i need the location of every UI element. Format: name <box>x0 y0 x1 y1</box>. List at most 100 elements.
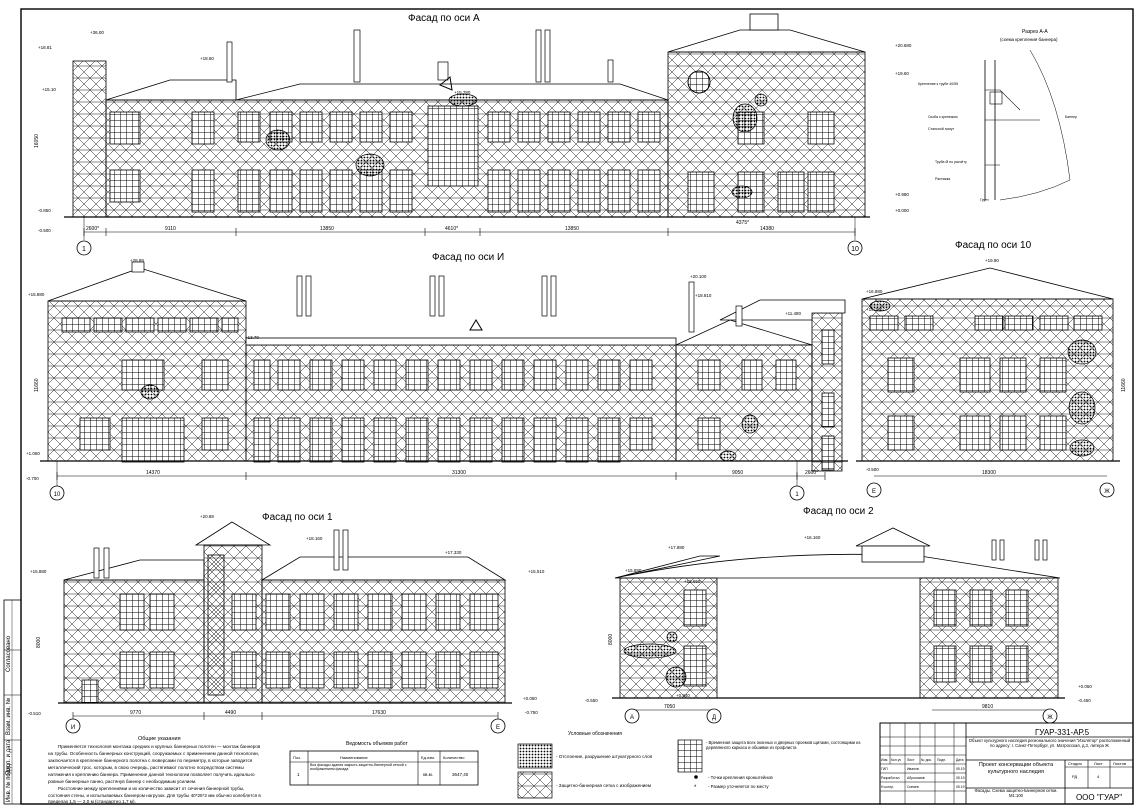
volume-cell-1: Вся фасады здания закрыть защитно-баннер… <box>310 763 407 772</box>
tb-role-1: Разработал <box>881 776 899 780</box>
section-note-6: Грунт <box>980 198 989 202</box>
legend-1: - Защитно-баннерная сетка с изображением <box>556 783 651 788</box>
dim-a-5: 2600* <box>86 226 99 232</box>
facade-axis-a: Фасад по оси А <box>34 13 912 256</box>
mark-2-6: -0.450 <box>1078 698 1091 703</box>
tb-ch-2: Лист <box>907 758 915 762</box>
dim-a-2: 4610* <box>445 226 458 232</box>
notes-line-0: Применяется технология монтажа средних и… <box>58 744 261 749</box>
notes-line-4: натяжения к креплению баннера. Применени… <box>48 771 255 777</box>
height-2: 8000 <box>608 634 614 645</box>
title-block: Изм. Кол.уч Лист № док. Подп. Дата ГИП Р… <box>879 722 1134 805</box>
legend-0: - Отслоение, разрушение штукатурного сло… <box>556 754 653 759</box>
section-note-3: Труба Ø по расчёту <box>935 160 967 164</box>
volume-cell-3: 3647,40 <box>452 772 469 777</box>
tb-date-0: 05.19 <box>956 767 965 771</box>
legend-title: Условные обозначения <box>568 731 622 737</box>
mark-i-6: +1.060 <box>26 451 40 456</box>
mark-a-8: +0.000 <box>895 208 909 213</box>
sheet-code: ГУАР-331-АР.5 <box>1035 728 1090 737</box>
axis-1-right: Е <box>496 725 500 731</box>
section-note-1: Стальной хомут <box>928 127 955 131</box>
mark-a-2: +15.10 <box>42 87 56 92</box>
dim-a-3: 13850 <box>565 226 579 232</box>
mark-2-3: +13.650 <box>684 579 701 584</box>
facade-i-title: Фасад по оси И <box>432 252 504 263</box>
axis-a-left: 1 <box>82 246 86 253</box>
mark-a-6: +19.60 <box>895 71 909 76</box>
mark-a-4: +18.60 <box>200 56 214 61</box>
mark-i-4: +13.70 <box>245 335 259 340</box>
sheet-frame <box>20 8 1134 805</box>
mark-2-0: +16.160 <box>804 535 821 540</box>
mark-i-0: +28.89 <box>130 258 144 263</box>
volume-h-3: Количество <box>443 755 465 760</box>
height-1: 8000 <box>36 637 42 648</box>
tb-stage-h-2: Листов <box>1113 761 1126 766</box>
mark-10-0: +19.90 <box>985 258 999 263</box>
tb-role-2: Н.контр. <box>881 785 894 789</box>
mark-a-1: +18.81 <box>38 45 52 50</box>
mark-i-1: +15.880 <box>28 292 45 297</box>
volume-title: Ведомость объемов работ <box>346 741 408 747</box>
tb-ch-4: Подп. <box>937 758 946 762</box>
tb-stage-v-1: 4 <box>1097 774 1100 779</box>
volume-cell-0: 1 <box>297 772 300 777</box>
height-i: 11660 <box>34 378 40 392</box>
notes-title: Общие указания <box>138 736 181 742</box>
facade-axis-10: Фасад по оси 10 18300 Е Ж +19.90 +16.880 <box>856 240 1127 498</box>
section-note-4: Растяжка <box>935 177 950 181</box>
legend: Условные обозначения - Отслоение, разруш… <box>517 731 860 799</box>
mark-1-0: +20.88 <box>200 514 214 519</box>
mark-2-1: +17.880 <box>668 545 685 550</box>
mark-a-10: -0.500 <box>38 228 51 233</box>
mark-10-2: +15.780 <box>866 307 883 312</box>
facade-axis-1: Фасад по оси 1 <box>28 512 545 734</box>
stamp-replace: Взам. инв. № <box>5 698 12 735</box>
tb-stage-v-0: РД <box>1072 774 1077 779</box>
axis-1-left: И <box>71 725 75 731</box>
dim-a-1: 13850 <box>320 226 334 232</box>
dim-1-1: 4490 <box>225 710 236 716</box>
dim-1-0: 9770 <box>130 710 141 716</box>
notes-line-8: пределах 1,5 — 2,0 м (стандартно 1,7 м). <box>48 799 136 804</box>
dim-i-2: 9050 <box>732 470 743 476</box>
dim-2-0: 7050 <box>664 704 675 710</box>
dim-10-0: 18300 <box>982 470 996 476</box>
tb-sheet-name: Фасады. Схема защитно-баннерной сетки. М… <box>974 789 1058 798</box>
tb-ch-1: Кол.уч <box>891 758 901 762</box>
dim-a-6: 4375* <box>736 220 749 226</box>
axis-10-right: Ж <box>1104 489 1110 495</box>
facade-a-title: Фасад по оси А <box>408 13 480 24</box>
volume-table: Ведомость объемов работ Поз. Наименовани… <box>289 741 479 786</box>
volume-h-2: Ед.изм. <box>421 755 435 760</box>
facade-10-title: Фасад по оси 10 <box>955 240 1032 251</box>
notes-line-3: металлический трос, которым, в свою очер… <box>48 764 244 770</box>
tb-date-1: 05.19 <box>956 776 965 780</box>
section-aa: Разрез А-А (схема крепления баннера) Кре… <box>918 29 1077 202</box>
side-stamp: Согласовано Взам. инв. № Подп. и дата Ин… <box>3 599 22 805</box>
dim-i-3: 2600* <box>805 470 818 476</box>
mark-i-2: +20.100 <box>690 274 707 279</box>
volume-cell-2: кв.м. <box>423 772 433 777</box>
tb-name-2: Синяев <box>907 785 919 789</box>
mark-10-3: -0.500 <box>866 467 879 472</box>
section-title: Разрез А-А <box>1022 29 1048 35</box>
section-note-0: Крепление к трубе 40/55 <box>918 82 958 86</box>
volume-h-1: Наименование <box>340 755 369 760</box>
mark-1-1: +18.160 <box>306 536 323 541</box>
tb-role-0: ГИП <box>881 767 888 771</box>
mark-1-3: +17.330 <box>445 550 462 555</box>
dim-a-0: 9110 <box>165 226 176 232</box>
dim-i-0: 14370 <box>146 470 160 476</box>
tb-stage-h-0: Стадия <box>1068 761 1082 766</box>
height-10: 11660 <box>1121 378 1127 392</box>
legend-4: - Размер уточняется по месту <box>708 784 769 789</box>
notes-line-6: Расстояние между креплениями и их количе… <box>58 785 244 791</box>
mark-1-7: -0.750 <box>525 710 538 715</box>
axis-2-zh: Ж <box>1047 715 1053 721</box>
axis-10-left: Е <box>872 489 876 495</box>
general-notes: Общие указания Применяется технология мо… <box>48 736 261 804</box>
facade-1-title: Фасад по оси 1 <box>262 512 333 523</box>
